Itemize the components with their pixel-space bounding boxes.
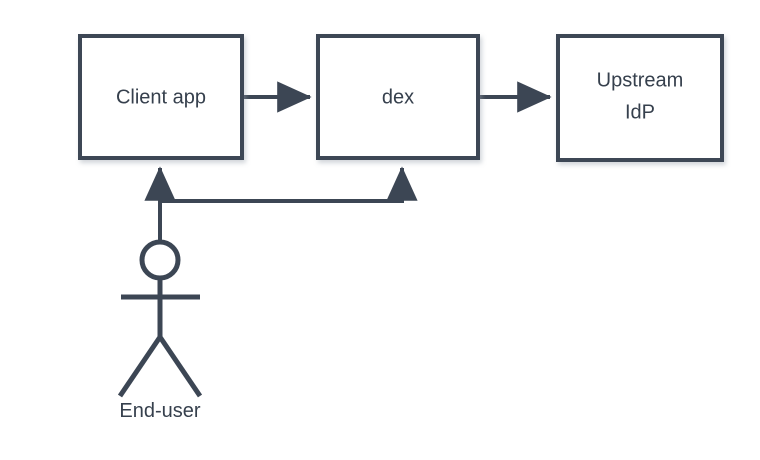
actor-right-leg-line (157, 335, 203, 398)
node-upstream-idp-label-line2: IdP (625, 101, 655, 123)
node-dex-box[interactable] (316, 34, 480, 160)
node-client-app-box[interactable] (78, 34, 244, 160)
node-client-app[interactable]: Client app (78, 34, 244, 160)
actor-head-circle (139, 239, 181, 281)
node-client-app-label: Client app (116, 86, 206, 108)
node-upstream-idp[interactable]: Upstream IdP (556, 34, 724, 162)
node-upstream-idp-box[interactable] (556, 34, 724, 162)
node-dex[interactable]: dex (316, 34, 480, 160)
actor-end-user[interactable]: End-user (117, 239, 203, 422)
node-upstream-idp-label-line1: Upstream (597, 69, 684, 91)
node-dex-label: dex (382, 86, 414, 108)
edge-arrow-end-user-dex (160, 166, 418, 203)
edge-end-user-to-dex (160, 166, 418, 203)
actor-end-user-label: End-user (119, 400, 200, 422)
actor-left-leg-line (117, 335, 163, 398)
